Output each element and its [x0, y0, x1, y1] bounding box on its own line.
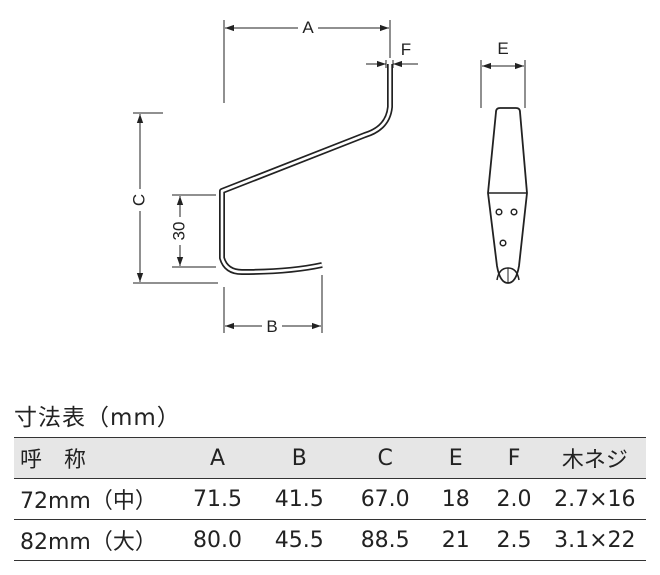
dimension-label-c: C [129, 194, 148, 206]
header-e: E [448, 445, 463, 471]
dimension-label-a: A [302, 18, 314, 37]
screw-hole-icon [495, 208, 503, 216]
dimension-f: F [366, 40, 418, 68]
table-row: 72mm（中） 71.5 41.5 67.0 18 2.0 2.7×16 [14, 479, 646, 520]
screw-hole-icon [499, 239, 507, 247]
cell-c: 88.5 [360, 527, 410, 553]
hook-side-profile [219, 64, 393, 275]
cell-wood-screw: 2.7×16 [554, 486, 636, 512]
header-b: B [291, 445, 307, 471]
cell-b: 41.5 [274, 486, 324, 512]
table-row: 82mm（大） 80.0 45.5 88.5 21 2.5 3.1×22 [14, 520, 646, 561]
table-title: 寸法表（mm） [14, 405, 181, 431]
table-header-row: 呼 称 A B C E F 木ネジ [14, 437, 646, 479]
cell-b: 45.5 [274, 527, 324, 553]
cell-f: 2.0 [496, 486, 532, 512]
header-c: C [377, 445, 393, 471]
cell-nominal: 72mm（中） [20, 489, 157, 514]
dimension-30: 30 [169, 194, 216, 268]
dimension-label-30: 30 [169, 222, 188, 241]
cell-wood-screw: 3.1×22 [554, 527, 636, 553]
header-nominal: 呼 称 [20, 448, 87, 473]
dimension-b: B [223, 275, 323, 336]
cell-f: 2.5 [496, 527, 532, 553]
dimension-label-e: E [497, 39, 508, 58]
cell-a: 80.0 [193, 527, 242, 553]
hook-front-view [487, 107, 528, 284]
screw-hole-icon [510, 208, 518, 216]
dimension-table: 呼 称 A B C E F 木ネジ 72mm（中） 71.5 41.5 67.0… [14, 437, 646, 561]
dimension-a: A [223, 17, 391, 103]
cell-e: 18 [441, 486, 470, 512]
hook-dimension-drawing: A F C 30 B [129, 17, 528, 336]
header-f: F [507, 445, 521, 471]
dimension-e: E [480, 39, 526, 108]
cell-e: 21 [441, 527, 470, 553]
dimension-label-f: F [401, 40, 411, 59]
header-wood-screw: 木ネジ [561, 448, 628, 473]
header-a: A [209, 445, 226, 471]
dimension-label-b: B [266, 317, 277, 336]
dimension-c: C [129, 112, 218, 284]
cell-c: 67.0 [360, 486, 410, 512]
cell-a: 71.5 [193, 486, 242, 512]
cell-nominal: 82mm（大） [20, 530, 157, 555]
